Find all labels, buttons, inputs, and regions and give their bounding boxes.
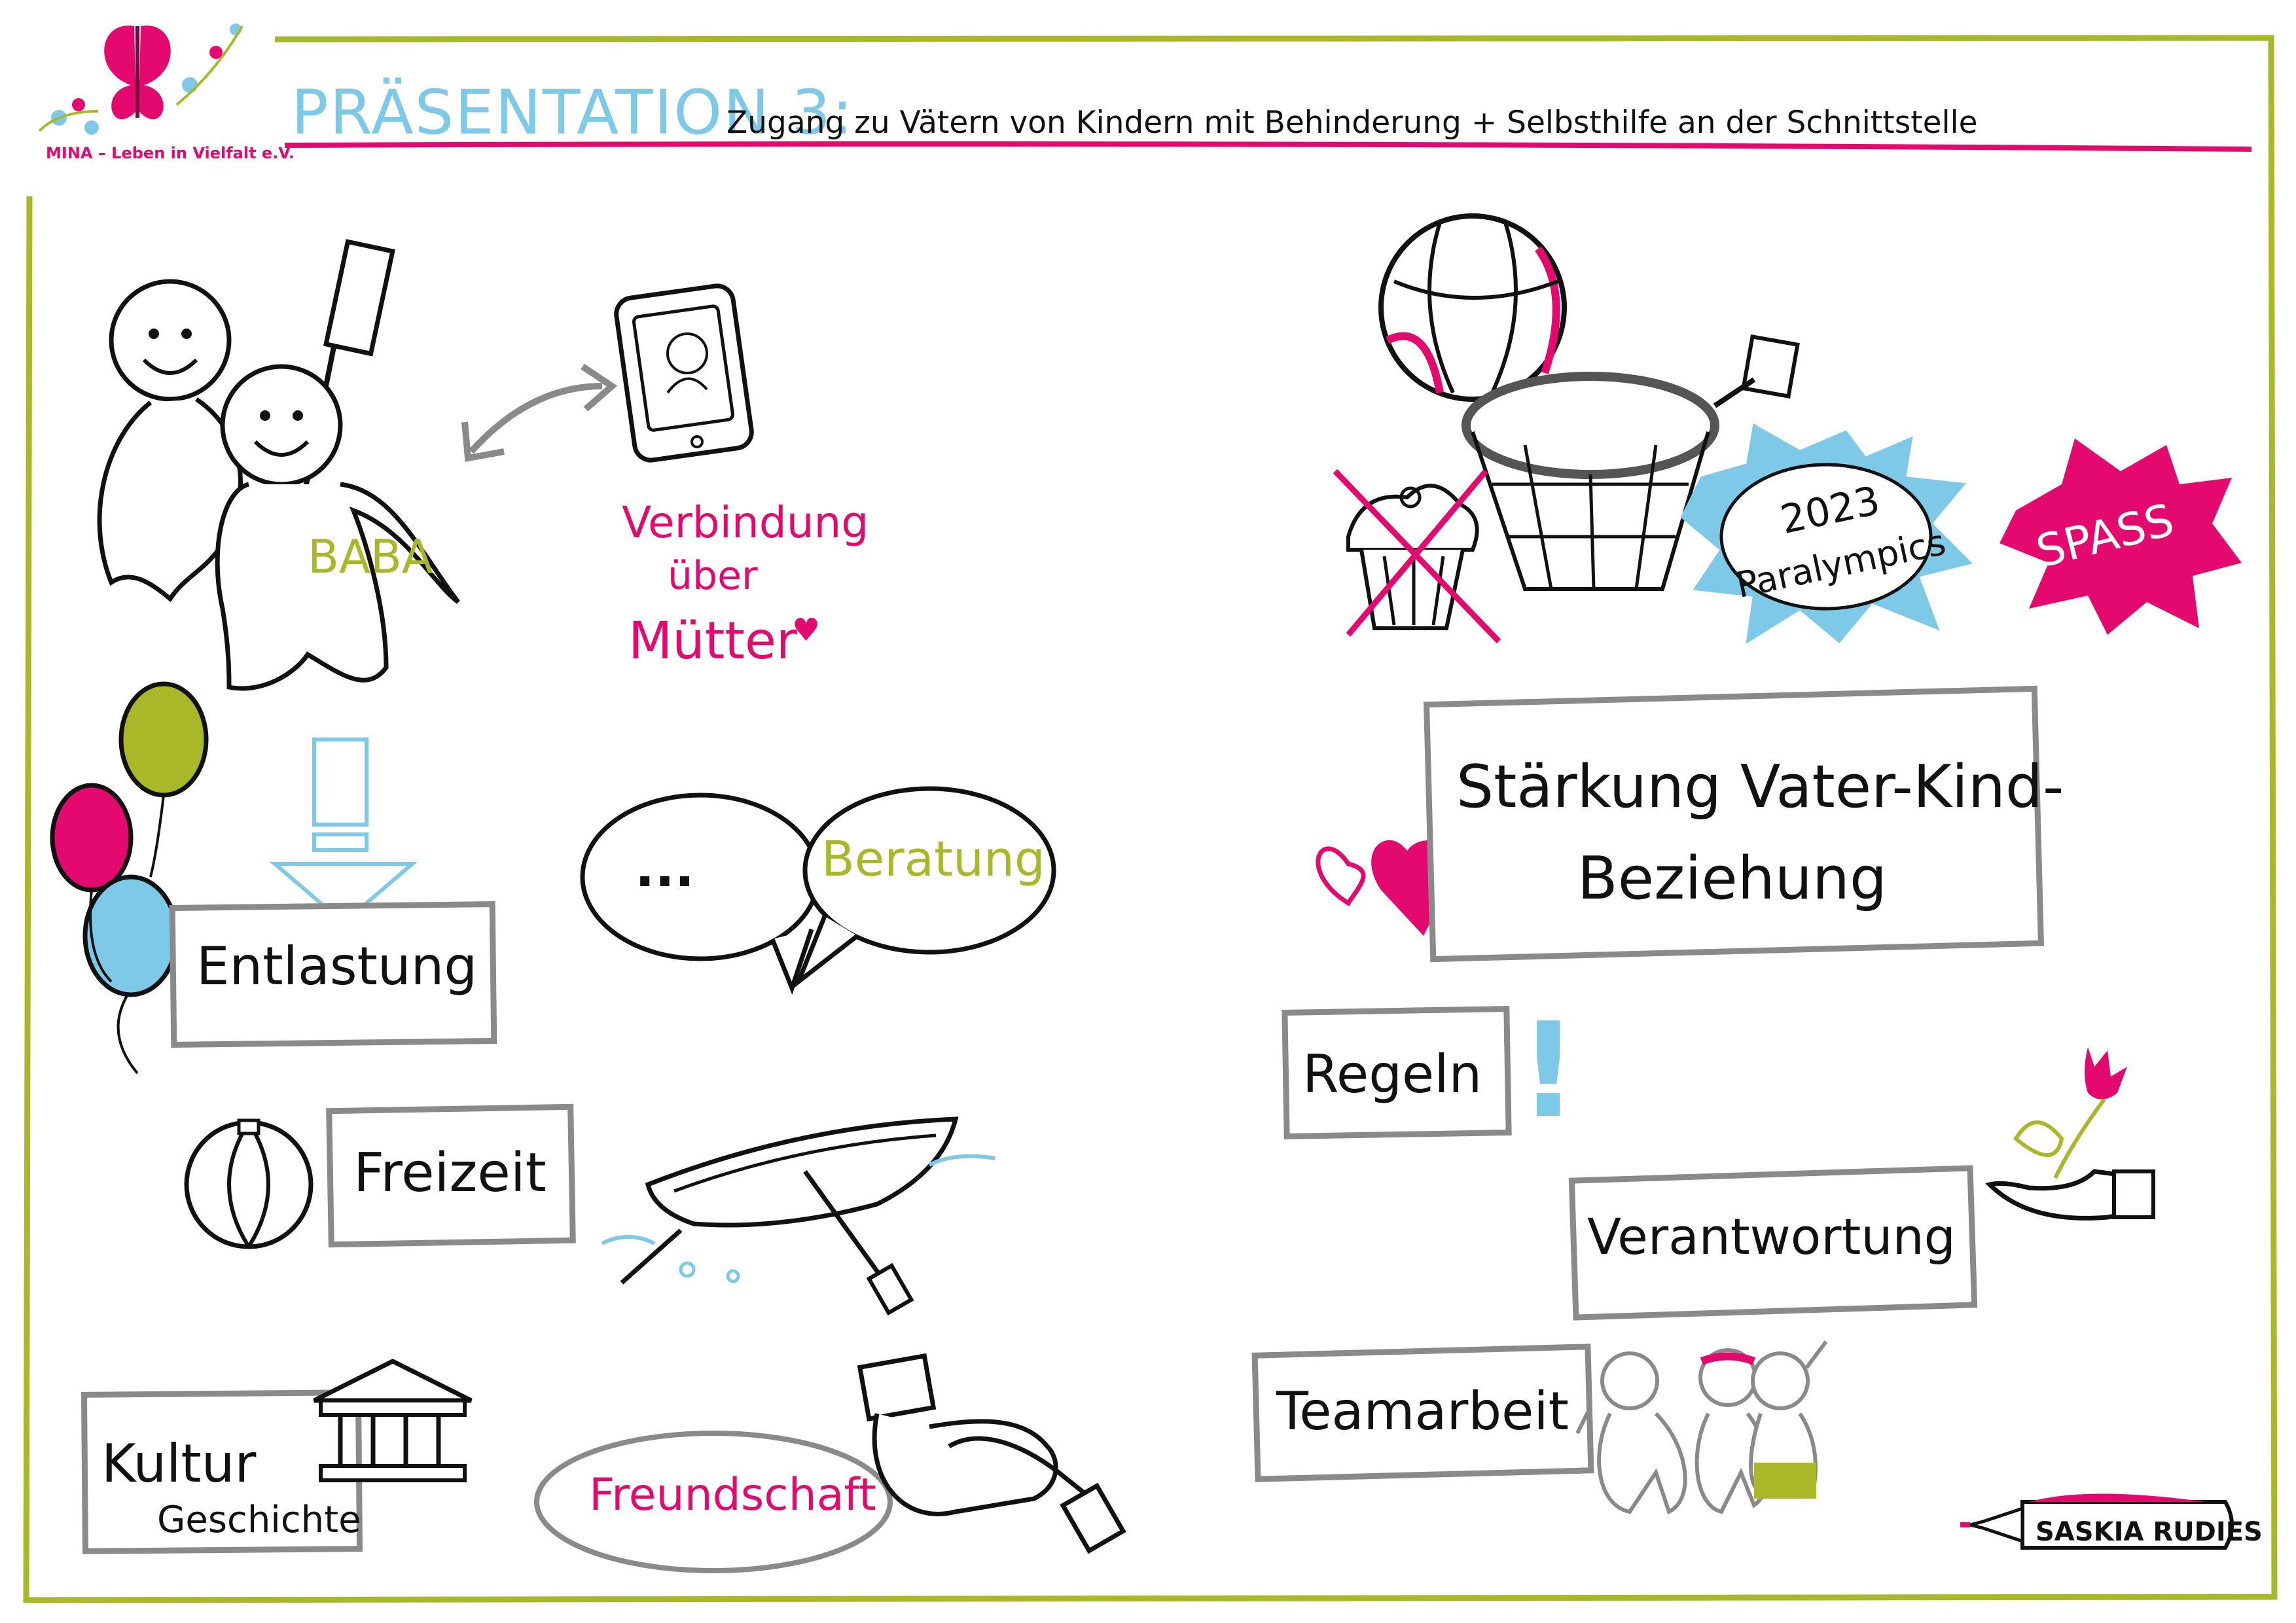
beach-ball-icon bbox=[184, 1118, 314, 1249]
staerkung-line2: Beziehung bbox=[1577, 844, 1887, 913]
regeln-label: Regeln bbox=[1302, 1044, 1482, 1105]
crossed-cupcake-icon bbox=[1333, 469, 1501, 644]
logo: MINA – Leben in Vielfalt e.V. bbox=[20, 13, 295, 170]
handshake-icon bbox=[857, 1353, 1126, 1554]
freundschaft-label: Freundschaft bbox=[589, 1469, 876, 1521]
logo-text: MINA – Leben in Vielfalt e.V. bbox=[46, 144, 295, 162]
hand-with-flower-icon bbox=[1985, 1047, 2155, 1221]
freizeit-label: Freizeit bbox=[353, 1142, 547, 1204]
down-arrow-icon bbox=[269, 738, 418, 925]
staerkung-line1: Stärkung Vater-Kind- bbox=[1456, 753, 2064, 821]
temple-icon bbox=[313, 1359, 473, 1482]
signature-label: SASKIA RUDIES bbox=[2036, 1517, 2263, 1547]
smartphone-icon bbox=[614, 283, 754, 463]
baba-label: BABA bbox=[308, 530, 433, 584]
marker-pen-icon bbox=[1960, 1493, 2234, 1550]
staerkung-box bbox=[1423, 685, 2045, 963]
verbindung-line3: Mütter bbox=[628, 612, 797, 671]
stick-figures-icon bbox=[97, 239, 460, 691]
speech-bubbles-icon bbox=[580, 786, 1056, 995]
spass-splash bbox=[2000, 438, 2242, 635]
verbindung-line1: Verbindung bbox=[622, 497, 869, 548]
heart-small-icon: ♥ bbox=[792, 612, 821, 649]
butterfly-logo-icon bbox=[38, 24, 243, 135]
header-prefix: PRÄSENTATION 3: bbox=[291, 77, 854, 149]
verantwortung-label: Verantwortung bbox=[1587, 1207, 1956, 1266]
header-underline bbox=[284, 141, 2252, 152]
teamarbeit-label: Teamarbeit bbox=[1276, 1381, 1569, 1442]
geschichte-label: Geschichte bbox=[157, 1499, 361, 1541]
freundschaft-oval bbox=[534, 1431, 893, 1573]
speech-dots: ... bbox=[635, 838, 695, 899]
team-figures-icon bbox=[1575, 1340, 1828, 1515]
rowboat-icon bbox=[601, 1116, 996, 1316]
balloons-icon bbox=[50, 681, 209, 1075]
page-title: Zugang zu Vätern von Kindern mit Behinde… bbox=[726, 105, 1978, 141]
beratung-label: Beratung bbox=[821, 831, 1045, 887]
paralympics-badge bbox=[1680, 423, 1973, 644]
verbindung-line2: über bbox=[668, 553, 758, 599]
entlastung-label: Entlastung bbox=[196, 936, 478, 997]
kultur-label: Kultur bbox=[101, 1433, 257, 1494]
exclamation-mark: ! bbox=[1518, 995, 1579, 1147]
basketball-hoop-icon bbox=[1378, 213, 1800, 591]
double-arrow-icon bbox=[461, 363, 618, 462]
